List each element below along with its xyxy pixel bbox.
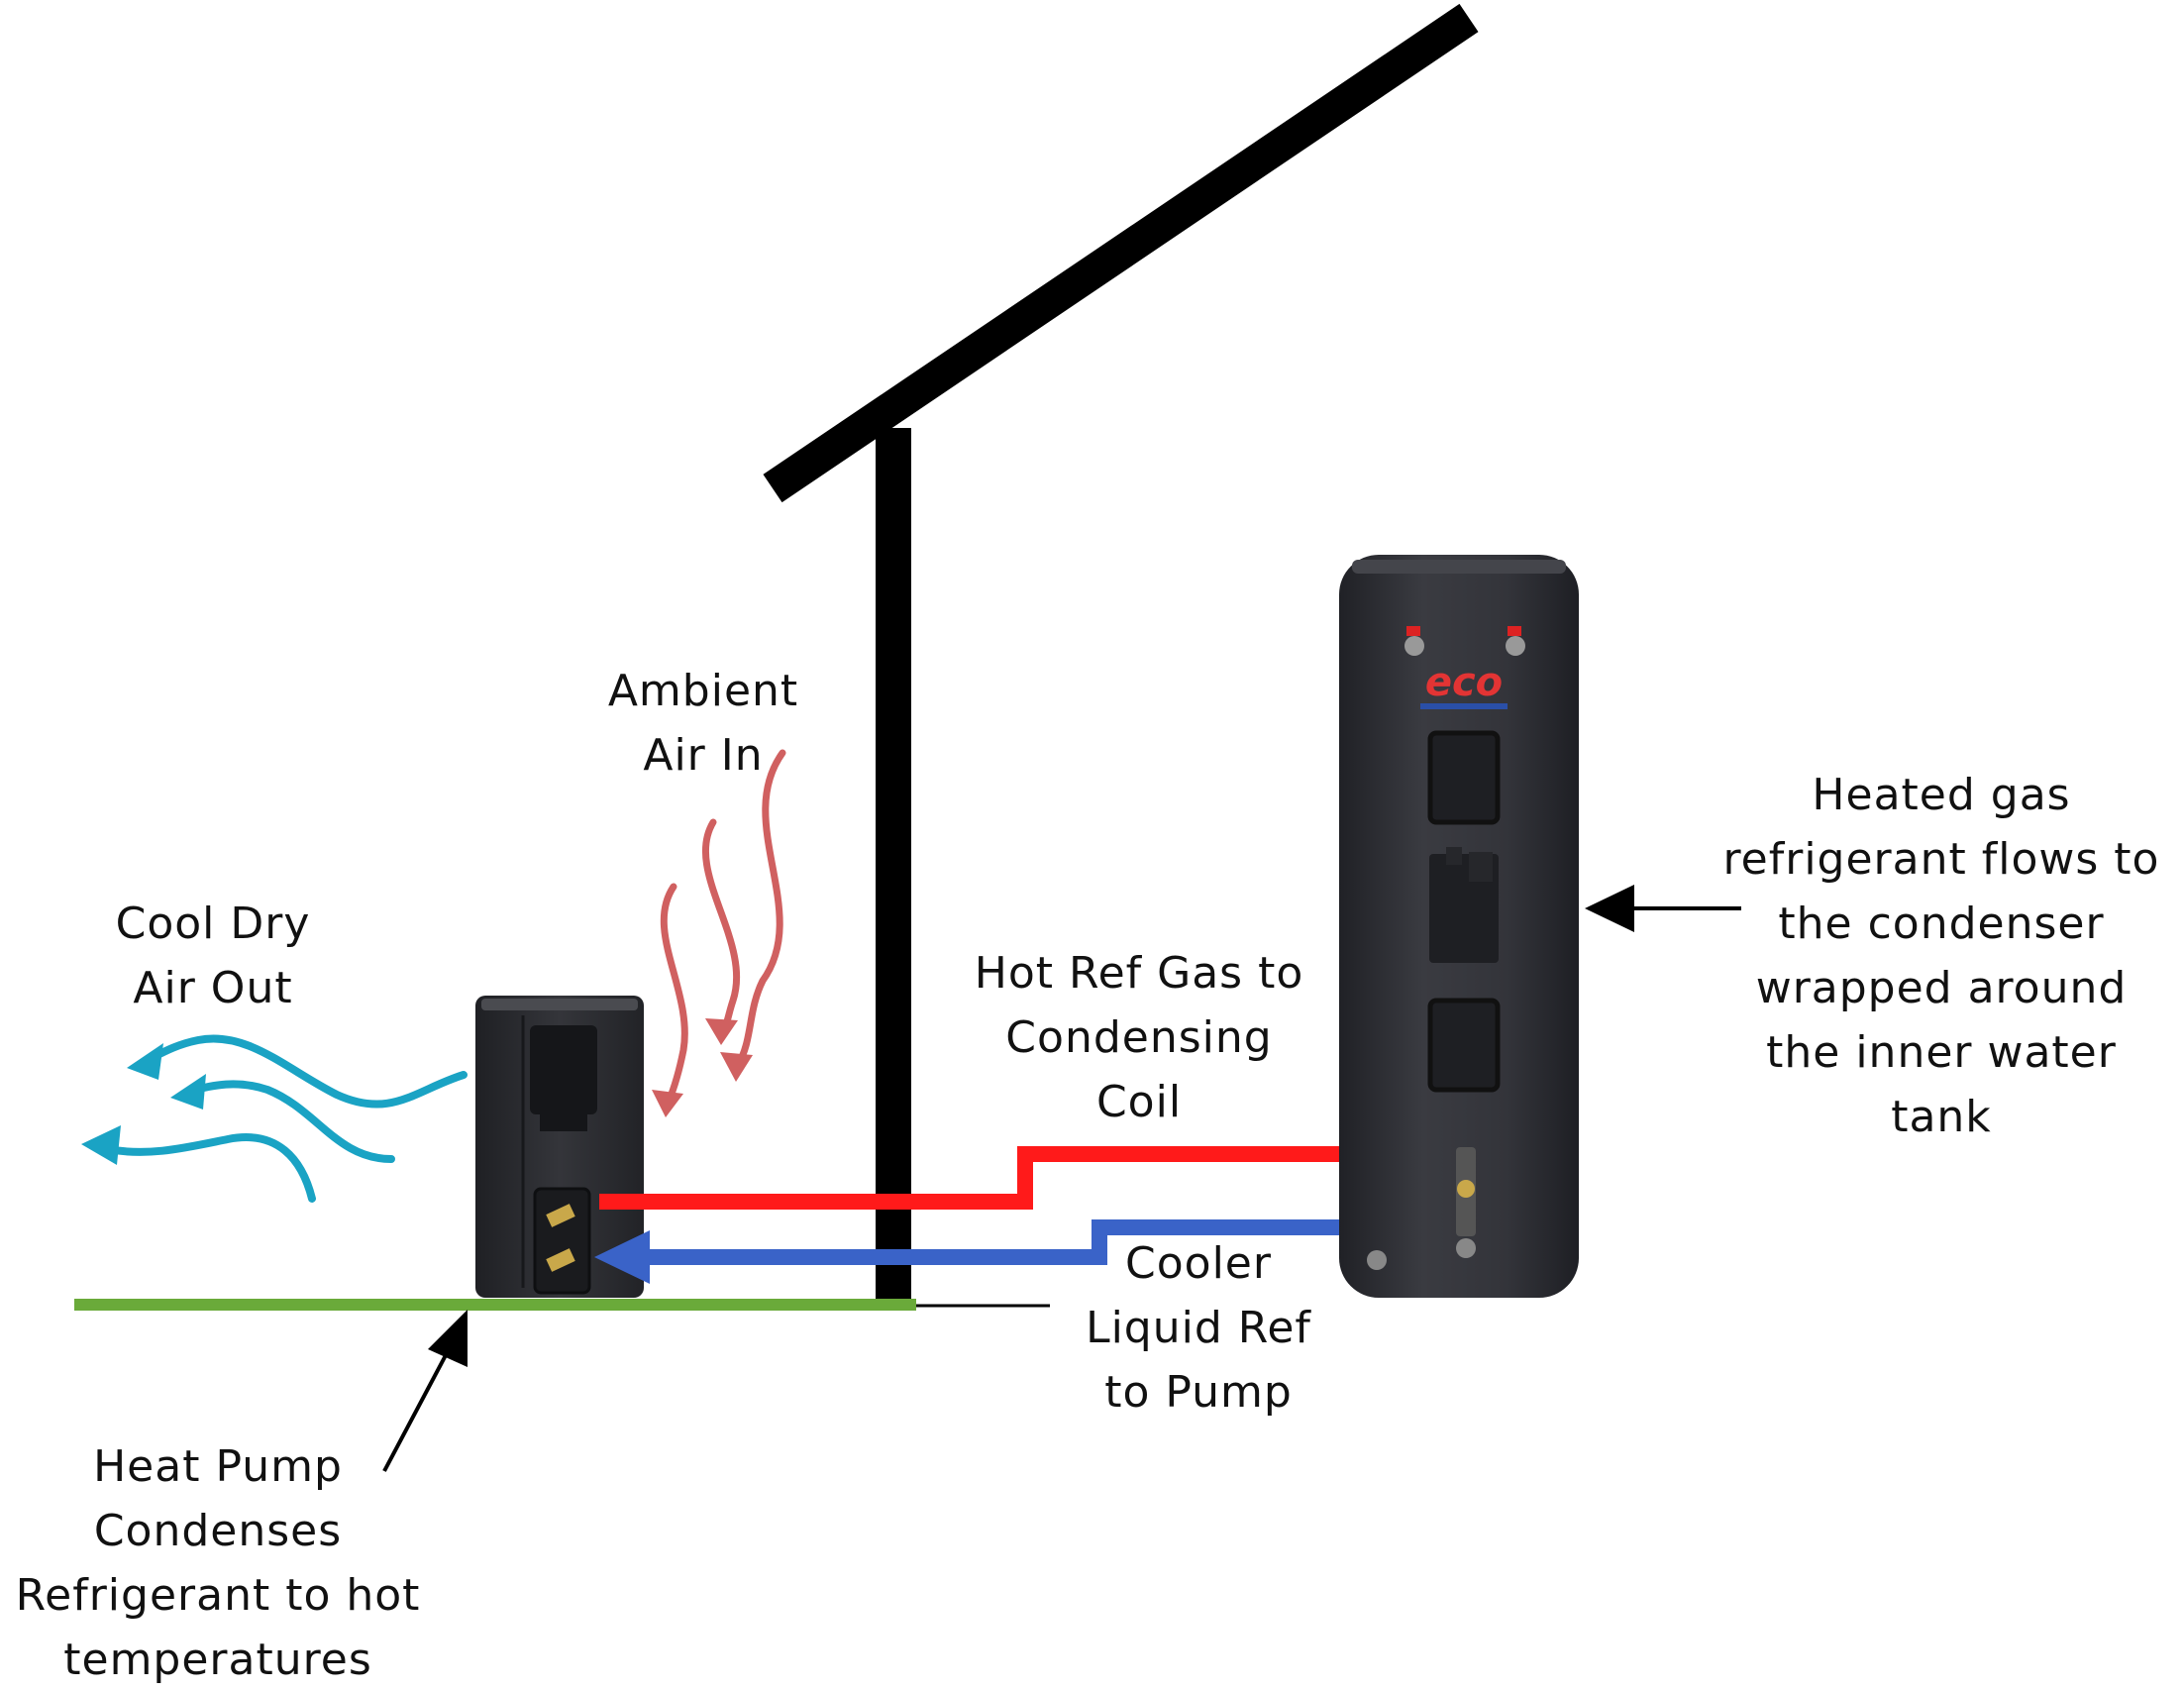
roof-post <box>876 428 911 1308</box>
heat-pump-unit <box>475 996 644 1298</box>
heat-pump-pointer <box>382 1310 468 1472</box>
ground-line <box>74 1299 916 1311</box>
cool-ref-arrowhead <box>594 1230 650 1284</box>
tank-logo: eco <box>1425 660 1503 705</box>
tank-fitting-left <box>1404 636 1424 656</box>
ambient-air-arrows <box>652 749 786 1117</box>
water-tank: eco <box>1339 555 1579 1298</box>
cool-air-arrows <box>81 1034 468 1203</box>
tank-fitting-right <box>1506 636 1525 656</box>
cool-ref-line <box>644 1219 1456 1265</box>
roof-beam <box>763 3 1479 503</box>
heated-gas-pointer <box>1585 885 1741 932</box>
hot-ref-line <box>599 1146 1395 1210</box>
